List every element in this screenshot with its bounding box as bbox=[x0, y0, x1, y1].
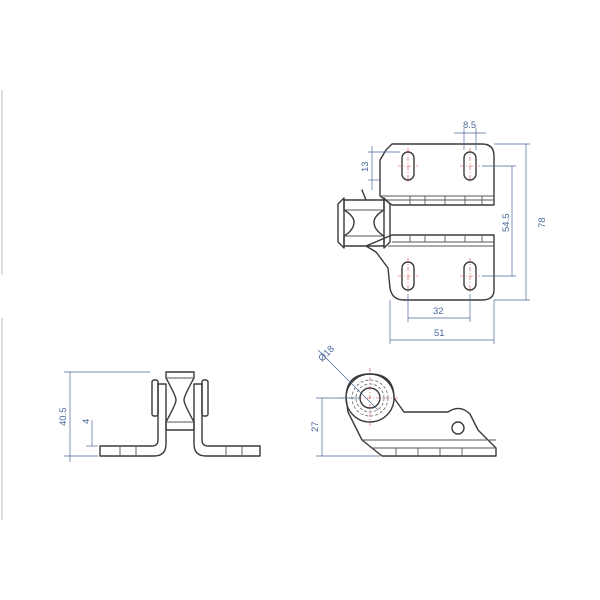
lower-plate-outline bbox=[365, 234, 495, 301]
dim-label-8-5: 8.5 bbox=[463, 120, 476, 131]
side-view bbox=[340, 368, 497, 457]
dim-label-78: 78 bbox=[537, 217, 548, 228]
pulley-flange-right bbox=[383, 197, 391, 249]
top-view bbox=[337, 143, 495, 301]
dim-label-40-5: 40.5 bbox=[58, 408, 69, 427]
pulley-wheel-top bbox=[343, 199, 385, 247]
side-mounting-hole bbox=[451, 421, 465, 435]
dim-label-4: 4 bbox=[81, 419, 92, 424]
pulley-flange-left bbox=[337, 197, 345, 249]
front-view-dimensions: 40.5 4 bbox=[58, 371, 150, 462]
dim-label-32: 32 bbox=[433, 306, 444, 317]
dim-label-51: 51 bbox=[434, 328, 445, 339]
front-left-bracket bbox=[99, 383, 167, 457]
top-view-dimensions: 8.5 13 54.5 78 32 51 bbox=[360, 120, 548, 344]
dim-label-54-5: 54.5 bbox=[501, 214, 512, 233]
upper-plate-outline bbox=[379, 143, 495, 206]
axle-stub-top bbox=[361, 189, 367, 201]
front-axle-cap-right bbox=[201, 379, 209, 417]
side-bracket-outline bbox=[345, 373, 497, 457]
front-axle-cap-left bbox=[151, 379, 159, 417]
front-pulley-wheel bbox=[165, 371, 195, 431]
front-right-bracket bbox=[193, 383, 261, 457]
side-view-dimensions: Ø18 27 bbox=[310, 344, 380, 457]
dim-label-dia-18: Ø18 bbox=[316, 344, 336, 364]
front-view bbox=[99, 371, 261, 457]
dim-dia-18-leader bbox=[317, 349, 379, 411]
dim-label-27: 27 bbox=[310, 421, 321, 432]
dim-label-13: 13 bbox=[360, 161, 371, 172]
